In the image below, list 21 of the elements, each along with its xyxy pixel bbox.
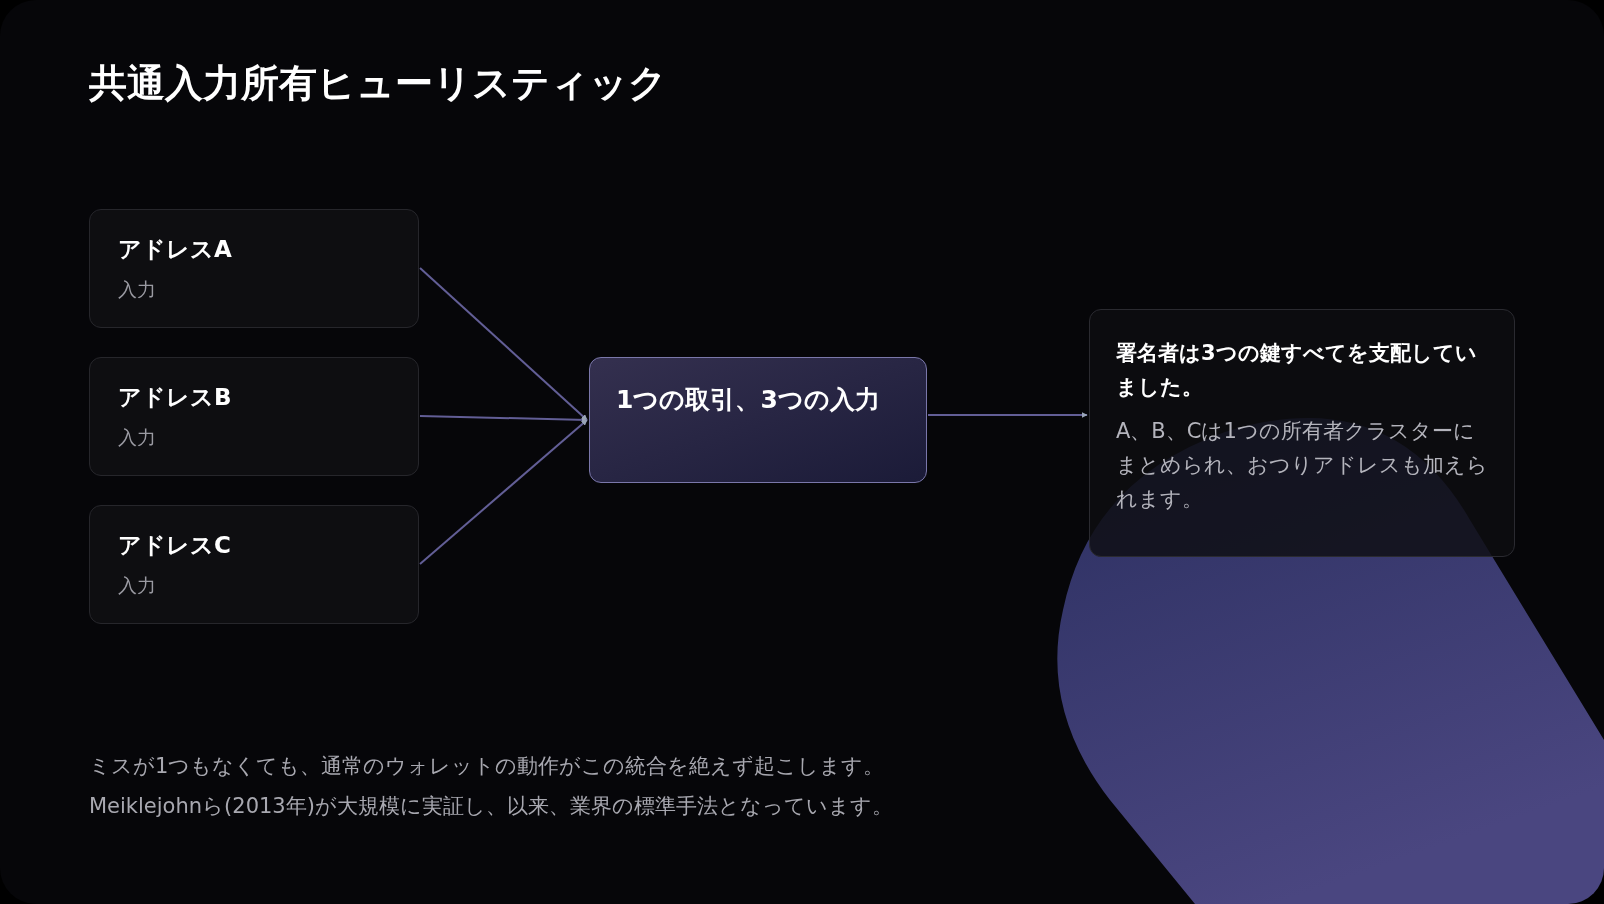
node-title: 1つの取引、3つの入力 [616, 384, 881, 416]
node-title: 署名者は3つの鍵すべてを支配していました。 [1116, 340, 1478, 401]
node-subtitle: 入力 [118, 425, 157, 450]
arrow [927, 412, 1088, 418]
arrow [419, 419, 588, 565]
node-subtitle: 入力 [118, 277, 157, 302]
address-card [89, 209, 419, 328]
address-card [89, 357, 419, 476]
arrow [419, 415, 588, 423]
transaction-box [589, 357, 927, 483]
node-title: アドレスA [118, 235, 233, 264]
address-card [89, 505, 419, 624]
node-subtitle: A、B、Cは1つの所有者クラスターにまとめられ、おつりアドレスも加えられます。 [1116, 418, 1488, 513]
arrow [419, 267, 588, 421]
result-card [1089, 309, 1515, 557]
footnote: Meiklejohnら(2013年)が大規模に実証し、以来、業界の標準手法となっています。 [89, 793, 893, 820]
title: 共通入力所有ヒューリスティック [89, 60, 667, 107]
footnote: ミスが1つもなくても、通常のウォレットの動作がこの統合を絶えず起こします。 [89, 753, 885, 780]
node-title: アドレスC [118, 531, 232, 560]
node-subtitle: 入力 [118, 573, 157, 598]
node-title: アドレスB [118, 383, 233, 412]
